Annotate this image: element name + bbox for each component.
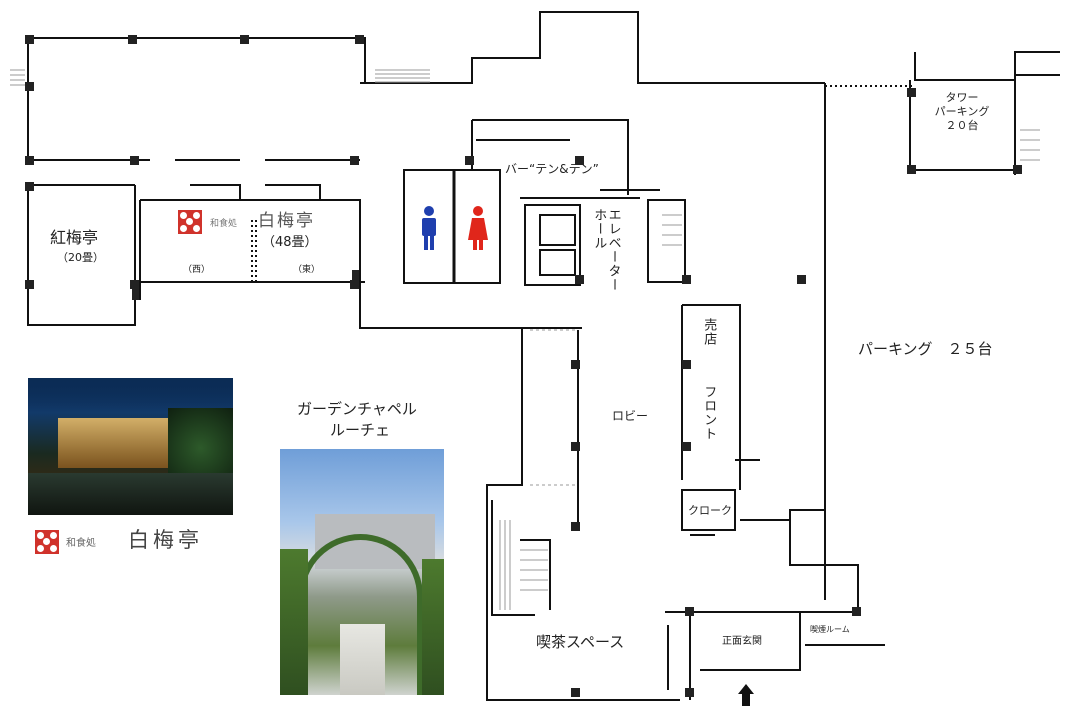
koubaitei-size: （20畳）	[57, 251, 104, 264]
columns	[25, 35, 1022, 697]
logo-prefix: 和食処	[66, 538, 96, 549]
bar-label: バー“テン&テン”	[505, 162, 599, 176]
chapel-subtitle: ルーチェ	[330, 421, 391, 439]
chapel-photo	[280, 449, 444, 695]
women-restroom-icon	[468, 206, 488, 250]
entrance-label: 正面玄関	[722, 636, 762, 647]
smoking-room-label: 喫煙ルーム	[810, 625, 850, 634]
koubaitei-label: 紅梅亭	[50, 228, 99, 247]
parking-label: パーキング ２５台	[858, 340, 993, 358]
front-desk-label: フロント	[701, 385, 717, 441]
dotted-lines	[251, 85, 915, 282]
hakubaitei-prefix: 和食処	[210, 219, 238, 229]
logo-name: 白梅亭	[128, 528, 203, 552]
hakubaitei-name: 白梅亭	[258, 211, 315, 231]
restaurant-night-photo	[28, 378, 233, 515]
cafe-label: 喫茶スペース	[536, 633, 625, 651]
men-restroom-icon	[422, 206, 436, 250]
elevator-hall-label: エレベーターホール	[591, 208, 621, 292]
hakubaitei-size: （48畳）	[262, 235, 318, 250]
tower-parking-line2: パーキング	[934, 105, 990, 118]
hakubaitei-west: （西）	[183, 265, 211, 275]
plum-crest-icon	[35, 530, 59, 554]
chapel-title: ガーデンチャペル	[297, 400, 417, 418]
hakubaitei-logo-large	[35, 530, 59, 558]
hakubaitei-east: （東）	[293, 265, 321, 275]
lit-pavilion-shape	[58, 418, 168, 468]
plum-crest-icon	[178, 210, 202, 234]
cloak-label: クローク	[688, 504, 732, 517]
tower-parking-line1: タワー	[945, 91, 979, 104]
shop-label: 売店	[701, 318, 717, 346]
tower-parking-line3: ２０台	[945, 119, 979, 132]
stair-marks	[10, 69, 1040, 610]
walls	[27, 11, 1060, 701]
hakubaitei-logo-small	[178, 210, 202, 238]
entrance-arrow-icon	[738, 684, 754, 706]
lobby-label: ロビー	[612, 409, 649, 423]
